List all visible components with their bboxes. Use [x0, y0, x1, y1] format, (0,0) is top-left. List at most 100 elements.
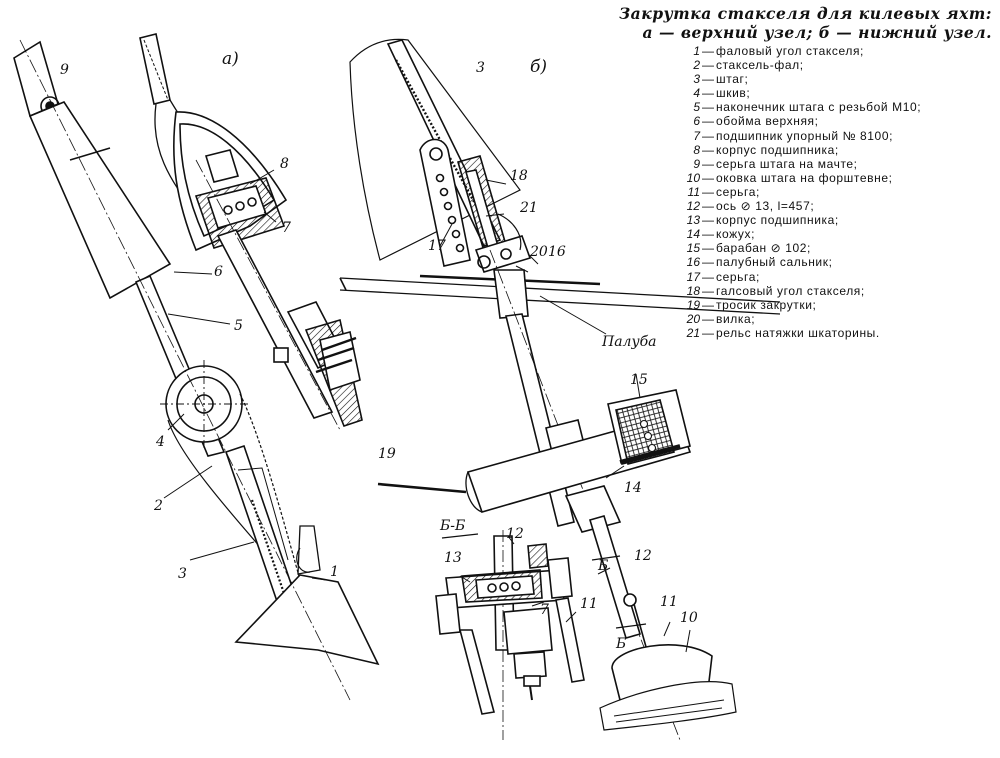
legend-item-number: 14 — [686, 227, 700, 242]
legend-item-number: 15 — [686, 241, 700, 256]
legend-item-text: галсовый угол стакселя; — [716, 283, 865, 298]
legend-item: 8—корпус подшипника; — [678, 143, 996, 157]
legend-dash: — — [702, 283, 714, 298]
legend-item-number: 8 — [693, 142, 700, 157]
legend-item-number: 11 — [687, 184, 700, 199]
legend-item-number: 17 — [686, 269, 700, 284]
legend-dash: — — [702, 227, 714, 242]
callout-19: 19 — [378, 446, 396, 462]
legend-item: 11—серьга; — [678, 185, 996, 199]
legend-item: 1—фаловый угол стакселя; — [678, 44, 996, 58]
figure-title: Закрутка стакселя для килевых яхт: а — в… — [618, 4, 992, 42]
legend-item-number: 18 — [686, 283, 700, 298]
legend-dash: — — [702, 241, 714, 256]
legend-item-text: корпус подшипника; — [716, 142, 839, 157]
callout-7-section: 7 — [540, 602, 549, 618]
legend-item-number: 21 — [686, 325, 700, 340]
callout-6: 6 — [214, 264, 223, 280]
section-bb — [435, 530, 585, 740]
legend-item-text: серьга; — [716, 269, 760, 284]
legend-item-text: оковка штага на форштевне; — [716, 170, 893, 185]
legend-dash: — — [702, 297, 714, 312]
legend-item-text: тросик закрутки; — [716, 297, 817, 312]
callout-21: 21 — [519, 200, 538, 216]
callout-12: 12 — [634, 548, 652, 564]
legend-item: 10—оковка штага на форштевне; — [678, 171, 996, 185]
legend-dash: — — [702, 128, 714, 143]
legend-item-number: 3 — [693, 72, 700, 87]
legend-item-number: 6 — [693, 114, 700, 129]
callout-labels: а) б) 9 8 7 6 5 4 2 3 1 3 18 21 17 20 16… — [60, 49, 698, 652]
legend-item: 13—корпус подшипника; — [678, 213, 996, 227]
figure-title-line-1: Закрутка стакселя для килевых яхт: — [618, 4, 992, 23]
section-title: Б-Б — [439, 518, 465, 534]
legend-dash: — — [702, 213, 714, 228]
callout-13: 13 — [444, 550, 462, 566]
view-a-bearing-detail — [139, 33, 363, 431]
legend-item: 9—серьга штага на мачте; — [678, 157, 996, 171]
view-a-label: а) — [222, 49, 239, 69]
legend-item-text: обойма верхняя; — [716, 114, 819, 129]
legend-dash: — — [702, 114, 714, 129]
legend-dash: — — [702, 311, 714, 326]
legend-dash: — — [702, 199, 714, 214]
legend-item-text: серьга; — [716, 184, 760, 199]
callout-18: 18 — [510, 168, 528, 184]
legend-item-number: 19 — [686, 297, 700, 312]
legend-item: 7—подшипник упорный № 8100; — [678, 129, 996, 143]
legend-item: 12—ось ⊘ 13, l=457; — [678, 199, 996, 213]
legend-dash: — — [702, 58, 714, 73]
legend-item-text: рельс натяжки шкаторины. — [716, 325, 880, 340]
legend-item-number: 10 — [686, 170, 700, 185]
callout-15: 15 — [630, 372, 648, 388]
legend-item-text: шкив; — [716, 86, 751, 101]
legend-item-text: серьга штага на мачте; — [716, 156, 858, 171]
figure-title-line-2: а — верхний узел; б — нижний узел. — [642, 23, 992, 42]
legend-item: 2—стаксель-фал; — [678, 58, 996, 72]
legend-item-number: 5 — [693, 100, 700, 115]
section-mark-bottom: Б — [615, 636, 626, 652]
view-b-label: б) — [530, 57, 547, 77]
callout-20: 20 — [529, 244, 548, 260]
callout-14: 14 — [624, 480, 642, 496]
callout-10: 10 — [680, 610, 698, 626]
legend-item: 17—серьга; — [678, 270, 996, 284]
callout-7: 7 — [282, 220, 291, 236]
legend-dash: — — [702, 142, 714, 157]
legend-dash: — — [702, 184, 714, 199]
legend-item: 15—барабан ⊘ 102; — [678, 241, 996, 255]
legend-item-text: палубный сальник; — [716, 255, 833, 270]
legend-item: 21—рельс натяжки шкаторины. — [678, 326, 996, 340]
view-a-upper-assembly — [13, 39, 380, 701]
legend-item-number: 4 — [693, 86, 700, 101]
callout-12-section: 12 — [506, 526, 524, 542]
deck-label: Палуба — [601, 334, 656, 350]
legend-dash: — — [702, 100, 714, 115]
callout-9: 9 — [60, 62, 69, 78]
callout-4: 4 — [155, 434, 165, 450]
legend-item-number: 13 — [686, 213, 700, 228]
legend-item-number: 7 — [693, 128, 700, 143]
legend-item-number: 12 — [686, 199, 700, 214]
section-mark-top: Б — [597, 558, 608, 574]
legend-item-text: ось ⊘ 13, l=457; — [716, 199, 815, 214]
legend-item: 14—кожух; — [678, 227, 996, 241]
legend-item: 5—наконечник штага с резьбой М10; — [678, 100, 996, 114]
leader-lines — [163, 169, 691, 653]
callout-3-b: 3 — [476, 60, 485, 76]
legend-dash: — — [702, 325, 714, 340]
legend-item: 6—обойма верхняя; — [678, 114, 996, 128]
callout-2: 2 — [153, 498, 163, 514]
legend-dash: — — [702, 255, 714, 270]
legend-item: 20—вилка; — [678, 312, 996, 326]
legend-item-number: 16 — [686, 255, 700, 270]
legend-item-text: вилка; — [716, 311, 756, 326]
callout-8: 8 — [280, 156, 289, 172]
legend-dash: — — [702, 269, 714, 284]
callout-3-a: 3 — [178, 566, 187, 582]
legend-item: 18—галсовый угол стакселя; — [678, 284, 996, 298]
callout-5: 5 — [234, 318, 243, 334]
legend-item-text: наконечник штага с резьбой М10; — [716, 100, 922, 115]
callout-11: 11 — [660, 594, 678, 610]
legend-item: 19—тросик закрутки; — [678, 298, 996, 312]
